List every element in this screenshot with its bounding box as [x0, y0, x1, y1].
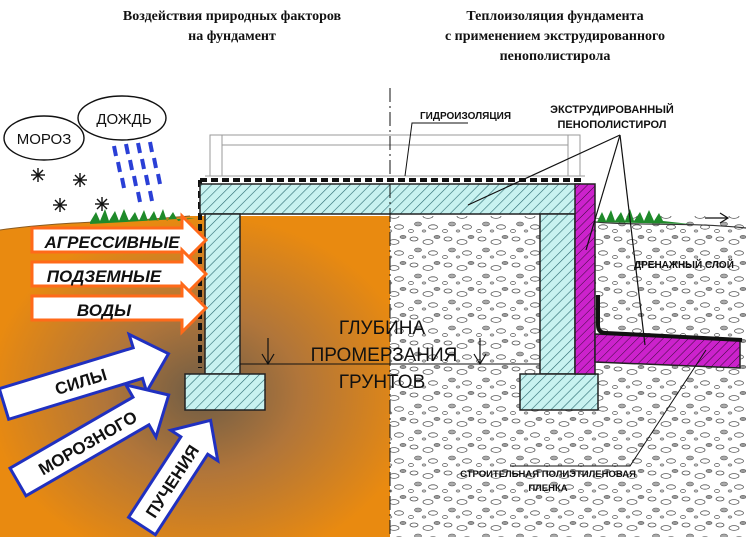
cloud-frost: [3, 115, 85, 161]
waterproofing-leader: [404, 122, 468, 177]
waterproofing-label: ГИДРОИЗОЛЯЦИЯ: [420, 111, 511, 122]
cloud-rain-label: ДОЖДЬ: [96, 111, 152, 128]
right-title-line2: с применением экструдированного: [445, 29, 665, 44]
left-title-line1: Воздействия природных факторов: [123, 9, 342, 24]
water-arrow-1-label: АГРЕССИВНЫЕ: [43, 233, 180, 252]
depth-label-line1: ГЛУБИНА: [339, 318, 426, 339]
grass-right: [597, 209, 690, 224]
xps-label-line2: ПЕНОПОЛИСТИРОЛ: [557, 119, 666, 131]
xps-label-line1: ЭКСТРУДИРОВАННЫЙ: [550, 103, 674, 116]
depth-label-line3: ГРУНТОВ: [339, 372, 426, 393]
film-label-line2: ПЛЕНКА: [528, 483, 567, 494]
xps-vertical: [574, 183, 596, 375]
left-title-line2: на фундамент: [188, 29, 276, 44]
right-title-line1: Теплоизоляция фундамента: [466, 9, 643, 24]
polyethylene-film: [596, 295, 743, 342]
right-wall: [539, 213, 576, 375]
water-arrow-3: ВОДЫ: [30, 280, 209, 336]
drainage-label: ДРЕНАЖНЫЙ СЛОЙ: [634, 258, 734, 271]
grass-left: [90, 209, 195, 224]
water-arrow-3-label: ВОДЫ: [77, 301, 132, 320]
frost-arrow-left: [261, 338, 275, 366]
water-arrow-1: АГРЕССИВНЫЕ: [30, 212, 209, 268]
left-wall: [204, 213, 241, 375]
drainage-arrow: [705, 212, 730, 224]
frost-arrow-right: [473, 338, 487, 366]
cloud-frost-label: МОРОЗ: [17, 131, 72, 148]
xps-leaders: [467, 134, 646, 346]
right-soil-edge: [594, 221, 746, 229]
film-label-line1: СТРОИТЕЛЬНАЯ ПОЛИЭТИЛЕНОВАЯ: [460, 469, 636, 480]
water-arrow-2: ПОДЗЕМНЫЕ: [30, 246, 209, 302]
right-title-line3: пенополистирола: [500, 49, 611, 64]
heave-arrow-1: СИЛЫ: [0, 331, 171, 422]
water-arrow-2-label: ПОДЗЕМНЫЕ: [47, 267, 162, 286]
cloud-rain: [77, 95, 167, 141]
rain-drops: [112, 141, 162, 203]
film-leader: [510, 349, 707, 467]
right-footing: [519, 373, 599, 411]
left-footing: [184, 373, 266, 411]
building-outline: [205, 134, 585, 177]
snowflakes: [31, 168, 109, 212]
depth-label-line2: ПРОМЕРЗАНИЯ: [311, 345, 458, 366]
